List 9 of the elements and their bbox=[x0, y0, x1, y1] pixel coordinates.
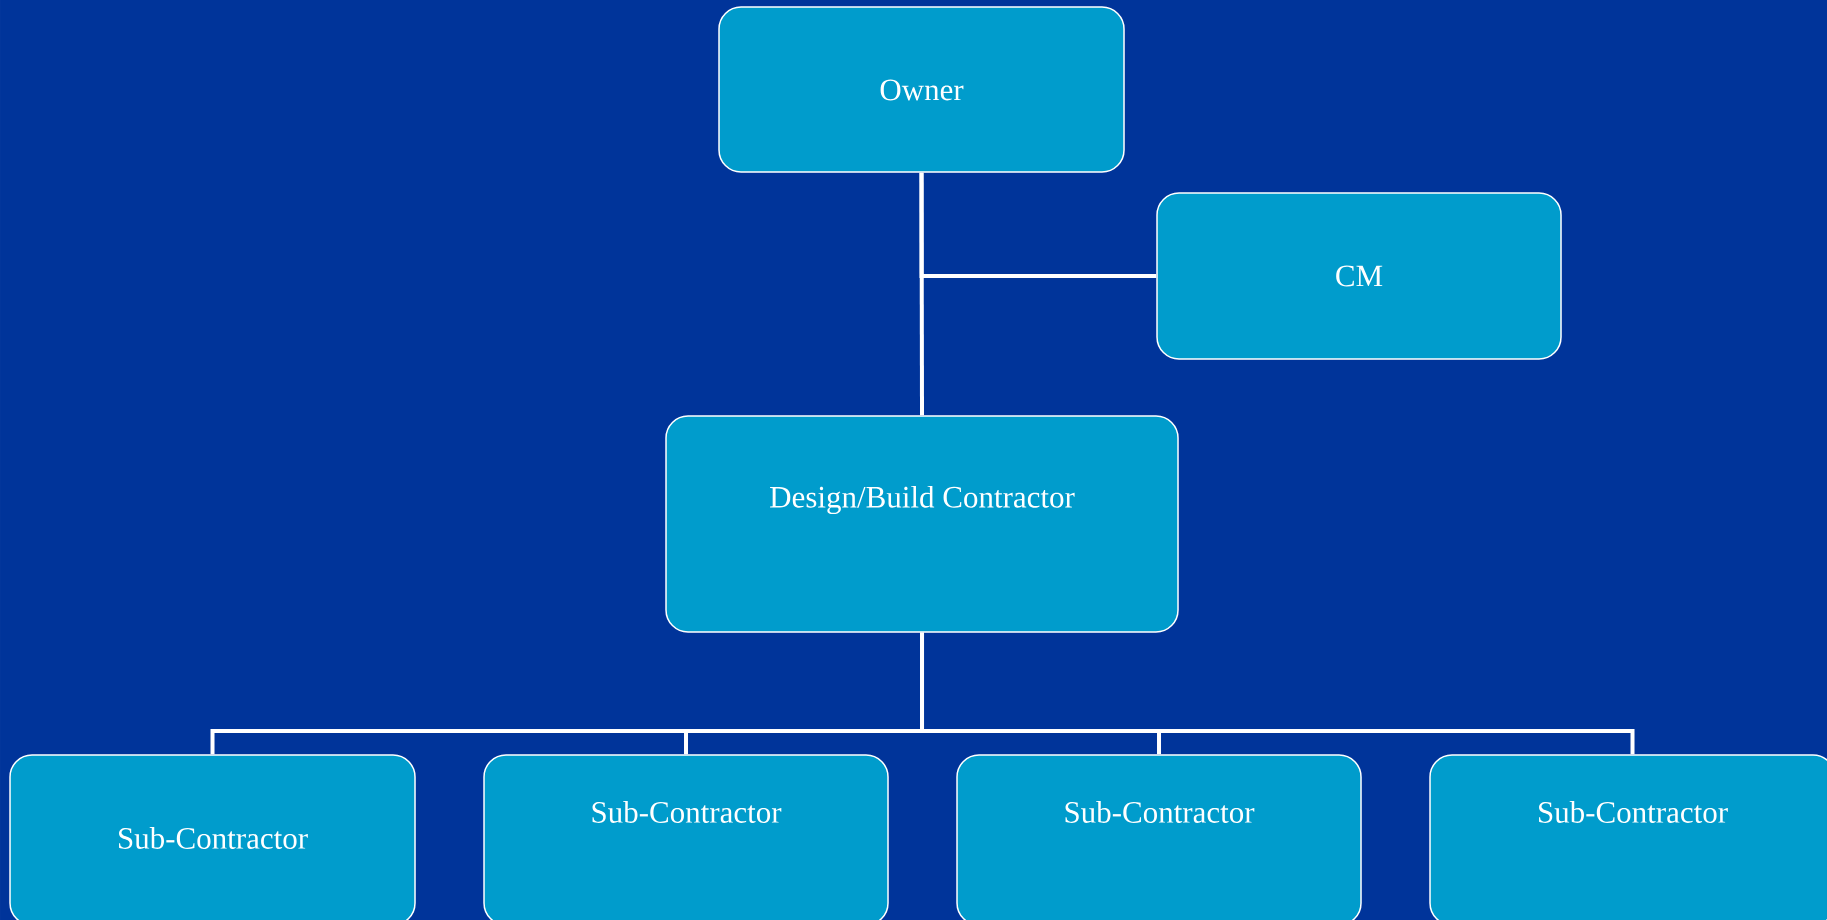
connector-line bbox=[920, 632, 1635, 755]
org-box: Sub-Contractor bbox=[1429, 754, 1827, 920]
org-box: Sub-Contractor bbox=[956, 754, 1362, 920]
org-box: Owner bbox=[718, 6, 1125, 173]
org-box: Design/Build Contractor bbox=[665, 415, 1179, 633]
org-box: Sub-Contractor bbox=[9, 754, 416, 920]
org-box: Sub-Contractor bbox=[483, 754, 889, 920]
connector-line bbox=[919, 172, 924, 416]
org-box: CM bbox=[1156, 192, 1562, 360]
